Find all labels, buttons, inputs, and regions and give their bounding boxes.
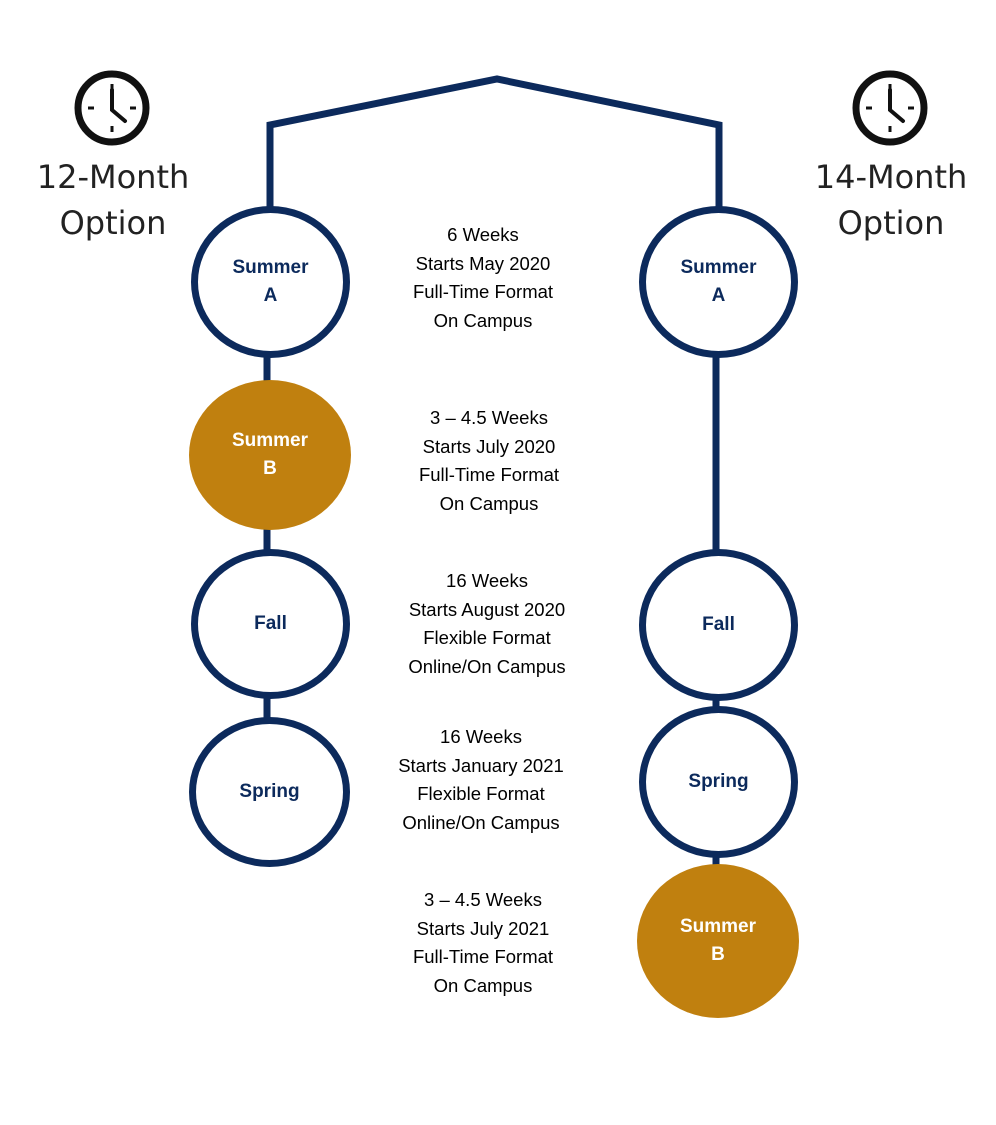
term-details-summer-b-2021: 3 – 4.5 Weeks Starts July 2021 Full-Time…: [363, 886, 603, 1000]
term-start: Starts May 2020: [415, 252, 551, 274]
term-duration: 3 – 4.5 Weeks: [430, 407, 548, 428]
term-location: On Campus: [439, 492, 539, 514]
roof-connector: [266, 75, 723, 210]
fourteen-month-option-title: 14-Month Option: [796, 154, 986, 246]
term-format: Full-Time Format: [412, 946, 554, 967]
fourteen-month-summer-b-node: Summer B: [637, 864, 799, 1018]
term-duration: 16 Weeks: [446, 570, 528, 591]
option-title-line-2: Option: [837, 204, 945, 242]
term-location: On Campus: [433, 309, 533, 331]
term-start: Starts January 2021: [398, 754, 564, 776]
term-start: Starts August 2020: [408, 598, 566, 620]
option-title-line-2: Option: [59, 204, 167, 242]
fourteen-month-summer-a-node: Summer A: [639, 206, 798, 358]
option-title-line-1: 14-Month: [814, 158, 968, 196]
twelve-month-spring-node: Spring: [189, 717, 350, 867]
clock-icon: [852, 70, 928, 146]
term-duration: 16 Weeks: [440, 726, 522, 747]
twelve-month-option-title: 12-Month Option: [18, 154, 208, 246]
term-details-fall: 16 Weeks Starts August 2020 Flexible For…: [367, 567, 607, 681]
term-format: Full-Time Format: [418, 464, 560, 485]
term-format: Full-Time Format: [412, 281, 554, 302]
option-title-line-1: 12-Month: [36, 158, 190, 196]
twelve-month-fall-node: Fall: [191, 549, 350, 699]
term-details-spring: 16 Weeks Starts January 2021 Flexible Fo…: [361, 723, 601, 837]
term-duration: 3 – 4.5 Weeks: [424, 889, 542, 910]
term-details-summer-b-2020: 3 – 4.5 Weeks Starts July 2020 Full-Time…: [369, 404, 609, 518]
term-location: Online/On Campus: [408, 655, 566, 677]
fourteen-month-spring-node: Spring: [639, 706, 798, 858]
term-start: Starts July 2020: [422, 435, 556, 457]
term-format: Flexible Format: [417, 783, 545, 804]
term-start: Starts July 2021: [416, 917, 550, 939]
term-duration: 6 Weeks: [447, 224, 519, 245]
term-location: Online/On Campus: [402, 811, 560, 833]
twelve-month-summer-a-node: Summer A: [191, 206, 350, 358]
fourteen-month-fall-node: Fall: [639, 549, 798, 701]
term-location: On Campus: [433, 974, 533, 996]
term-format: Flexible Format: [423, 627, 551, 648]
twelve-month-summer-b-node: Summer B: [189, 380, 351, 530]
clock-icon: [74, 70, 150, 146]
term-details-summer-a: 6 Weeks Starts May 2020 Full-Time Format…: [363, 221, 603, 335]
